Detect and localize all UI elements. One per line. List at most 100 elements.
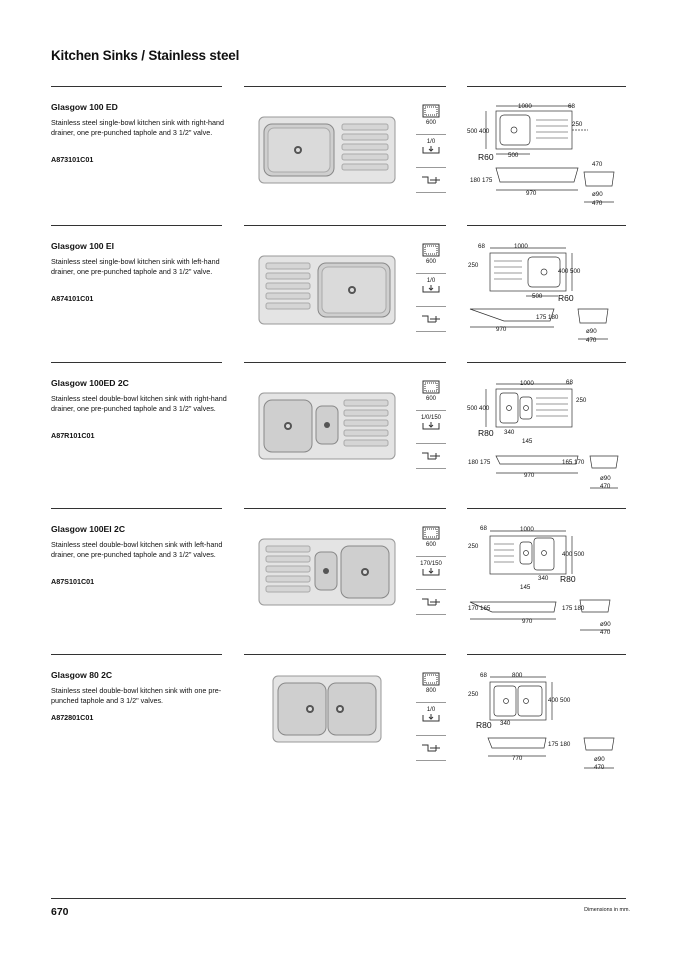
dim-length: 970: [526, 190, 537, 197]
divider: [467, 654, 626, 655]
dim-offset: 250: [468, 262, 479, 269]
divider: [51, 86, 222, 87]
cabinet-icon: 600: [416, 376, 446, 411]
divider: [467, 86, 626, 87]
dim-flange: 68: [568, 103, 575, 110]
dim-sec-bottom: 470: [600, 483, 611, 490]
dim-heights-2: 165 170: [562, 459, 585, 466]
dim-length: 970: [522, 618, 533, 625]
dim-depth: 500 400: [467, 405, 490, 412]
taphole-label: 1/0: [426, 707, 436, 713]
dim-flange: 68: [566, 379, 573, 386]
technical-drawing: 1000 68 250 400 500 R60 500 175 180 970 …: [468, 243, 609, 344]
dim-drain: ø90: [594, 756, 605, 763]
product-description: Stainless steel double-bowl kitchen sink…: [51, 686, 222, 706]
divider: [244, 86, 446, 87]
spec-icons: 600 1/0: [416, 100, 446, 193]
sink-photo: [258, 255, 396, 325]
dim-heights: 175 180: [536, 314, 559, 321]
dim-bottom: 340: [500, 720, 511, 727]
dim-bottom: 500: [532, 293, 543, 300]
technical-drawing: 800 68 250 400 500 R80 340 175 180 770 ø…: [468, 672, 615, 771]
dim-depth: 400 500: [558, 268, 581, 275]
dim-radius: R60: [478, 152, 494, 162]
valve-icon: [416, 590, 446, 615]
dim-drain: ø90: [586, 328, 597, 335]
cabinet-icon: 600: [416, 522, 446, 557]
divider: [467, 508, 626, 509]
product-code: A872801C01: [51, 713, 94, 722]
dim-bottom: 340: [538, 575, 549, 582]
divider: [244, 225, 446, 226]
divider: [244, 508, 446, 509]
product-code: A874101C01: [51, 294, 94, 303]
dim-length: 970: [524, 472, 535, 479]
dim-drain: ø90: [592, 191, 603, 198]
dim-heights-2: 175 180: [548, 741, 571, 748]
product-description: Stainless steel single-bowl kitchen sink…: [51, 257, 220, 277]
dim-sec-width: 470: [592, 161, 603, 168]
dim-heights: 180 175: [468, 459, 491, 466]
cabinet-size: 800: [425, 688, 436, 694]
sink-photo: [258, 116, 396, 184]
cabinet-size: 600: [425, 120, 436, 126]
sink-photo: [272, 675, 382, 743]
dim-offset: 250: [572, 121, 583, 128]
dim-length: 770: [512, 755, 523, 762]
divider: [51, 654, 222, 655]
page-number: 670: [51, 906, 69, 918]
cabinet-icon: 800: [416, 668, 446, 703]
divider: [51, 362, 222, 363]
product-name: Glasgow 100ED 2C: [51, 378, 129, 388]
dim-width: 1000: [518, 103, 532, 110]
valve-icon: [416, 307, 446, 332]
product-code: A873101C01: [51, 155, 94, 164]
taphole-icon: 1/0/150: [416, 411, 446, 444]
product-name: Glasgow 100 ED: [51, 102, 118, 112]
divider: [467, 362, 626, 363]
dim-drain: ø90: [600, 475, 611, 482]
dim-sec-bottom: 470: [594, 764, 605, 771]
technical-drawing: 1000 68 250 500 400 R80 340 145 180 175 …: [467, 379, 619, 490]
dim-heights: 170 165: [468, 605, 491, 612]
dim-flange: 68: [478, 243, 485, 250]
page-title: Kitchen Sinks / Stainless steel: [51, 48, 240, 63]
taphole-icon: 1/0: [416, 703, 446, 736]
dim-bottom-2: 145: [522, 438, 533, 445]
dim-depth: 500 400: [467, 128, 490, 135]
spec-icons: 600 1/0: [416, 239, 446, 332]
valve-icon: [416, 444, 446, 469]
spec-icons: 600 1/0/150: [416, 376, 446, 469]
divider: [51, 508, 222, 509]
product-name: Glasgow 100 EI: [51, 241, 115, 251]
dim-width: 800: [512, 672, 523, 679]
dim-sec-bottom: 470: [586, 337, 597, 344]
dim-width: 1000: [520, 526, 534, 533]
technical-drawing: 1000 68 250 400 500 R80 340 145 170 165 …: [468, 525, 611, 636]
dim-heights-2: 175 180: [562, 605, 585, 612]
dim-width: 1000: [520, 380, 534, 387]
dim-flange: 68: [480, 672, 487, 679]
dim-bottom: 500: [508, 152, 519, 159]
cabinet-size: 600: [425, 396, 436, 402]
technical-drawing: 1000 68 250 500 400 R60 500 180 175 970 …: [467, 103, 615, 206]
dim-radius: R80: [476, 720, 492, 730]
product-description: Stainless steel double-bowl kitchen sink…: [51, 540, 223, 560]
dim-drain: ø90: [600, 621, 611, 628]
taphole-label: 1/0: [426, 278, 436, 284]
dim-radius: R80: [560, 574, 576, 584]
cabinet-size: 600: [425, 259, 436, 265]
dim-radius: R60: [558, 293, 574, 303]
dim-heights: 180 175: [470, 177, 493, 184]
spec-icons: 800 1/0: [416, 668, 446, 761]
taphole-icon: 1/0: [416, 274, 446, 307]
dim-offset: 250: [468, 543, 479, 550]
dim-length: 970: [496, 326, 507, 333]
taphole-icon: 1/0: [416, 135, 446, 168]
cabinet-icon: 600: [416, 239, 446, 274]
taphole-label: 1/0/150: [420, 415, 442, 421]
valve-icon: [416, 736, 446, 761]
dim-depth: 400 500: [548, 697, 571, 704]
product-name: Glasgow 80 2C: [51, 670, 113, 680]
dim-flange: 68: [480, 525, 487, 532]
